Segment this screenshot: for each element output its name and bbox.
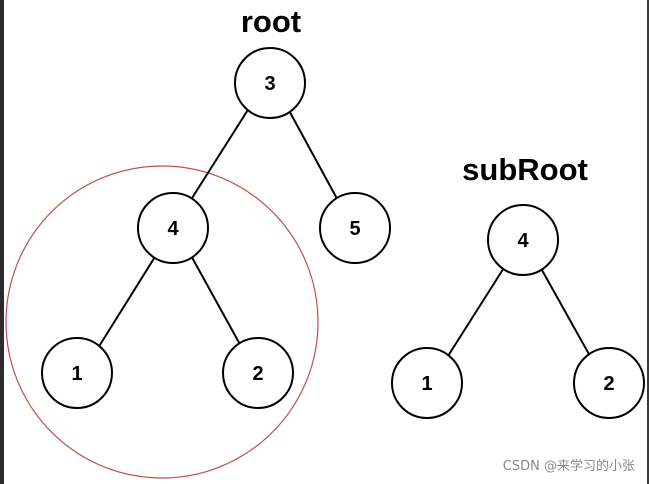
- node-circle: [573, 347, 645, 419]
- node-circle: [41, 337, 113, 409]
- right-window-edge: [647, 0, 649, 484]
- tree-node: 2: [222, 337, 294, 409]
- subroot-title: subRoot: [462, 152, 588, 187]
- node-label: 1: [71, 363, 82, 385]
- node-circle: [222, 337, 294, 409]
- tree-node: 1: [41, 337, 113, 409]
- node-circle: [137, 192, 209, 264]
- node-circle: [391, 347, 463, 419]
- csdn-watermark: CSDN @来学习的小张: [502, 459, 635, 474]
- node-label: 2: [603, 373, 614, 395]
- tree-node: 4: [137, 192, 209, 264]
- tree-node: 2: [573, 347, 645, 419]
- edge-sub-4-2: [537, 262, 591, 357]
- edge-3-5: [285, 104, 342, 207]
- node-label: 2: [252, 363, 263, 385]
- edge-4-1: [97, 251, 159, 349]
- edge-4-2: [188, 251, 243, 349]
- subtree-highlight-circle: [5, 165, 319, 479]
- node-circle: [319, 192, 391, 264]
- node-circle: [487, 204, 559, 276]
- tree-node: 1: [391, 347, 463, 419]
- root-title: root: [241, 4, 301, 39]
- edge-3-4: [186, 104, 252, 207]
- node-label: 1: [421, 373, 432, 395]
- node-circle: [234, 47, 306, 119]
- node-label: 4: [517, 230, 529, 252]
- node-label: 3: [264, 73, 275, 95]
- node-label: 4: [167, 218, 179, 240]
- tree-node: 5: [319, 192, 391, 264]
- tree-node: 3: [234, 47, 306, 119]
- tree-node: 4: [487, 204, 559, 276]
- left-window-edge: [0, 0, 4, 484]
- edge-sub-4-1: [447, 262, 508, 357]
- node-label: 5: [349, 218, 360, 240]
